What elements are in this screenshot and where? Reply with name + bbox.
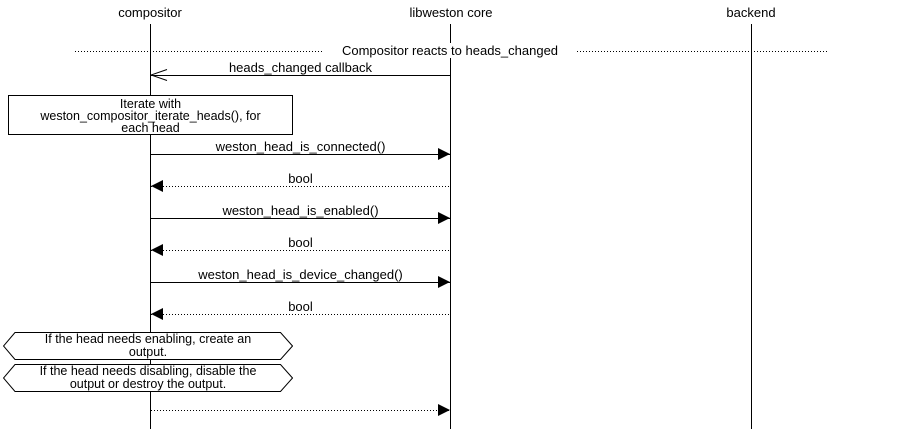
condition-text: If the head needs disabling, disable the… xyxy=(3,365,293,391)
condition-line: output. xyxy=(128,345,168,359)
note-iterate-heads: Iterate with weston_compositor_iterate_h… xyxy=(8,95,293,135)
participant-compositor: compositor xyxy=(118,5,182,20)
message-label-bool-connected: bool xyxy=(288,171,313,186)
message-line-final xyxy=(151,410,450,411)
message-line-head-is-connected xyxy=(151,154,450,155)
condition-disable-output: If the head needs disabling, disable the… xyxy=(3,364,293,392)
message-label-head-is-device-changed: weston_head_is_device_changed() xyxy=(198,267,403,282)
arrowhead-open-left-icon xyxy=(150,69,168,81)
message-line-bool-enabled xyxy=(151,250,450,251)
participant-backend: backend xyxy=(726,5,776,20)
condition-line: If the head needs disabling, disable the xyxy=(39,364,257,378)
message-label-head-is-connected: weston_head_is_connected() xyxy=(215,139,386,154)
message-line-heads-changed-callback xyxy=(151,75,450,76)
lifeline-libweston-core xyxy=(450,24,451,429)
condition-line: output or destroy the output. xyxy=(69,377,227,391)
arrowhead-filled-left-icon xyxy=(151,244,163,256)
lifeline-compositor xyxy=(150,24,151,429)
arrowhead-filled-right-icon xyxy=(438,212,450,224)
note-line: Iterate with xyxy=(119,97,182,111)
condition-text: If the head needs enabling, create an ou… xyxy=(3,333,293,359)
arrowhead-filled-left-icon xyxy=(151,180,163,192)
message-line-head-is-enabled xyxy=(151,218,450,219)
divider-line-left xyxy=(75,51,323,52)
message-label-heads-changed-callback: heads_changed callback xyxy=(228,60,373,75)
divider-label: Compositor reacts to heads_changed xyxy=(323,43,577,58)
note-line: each head xyxy=(121,121,180,135)
lifeline-backend xyxy=(751,24,752,429)
divider-line-right xyxy=(577,51,827,52)
arrowhead-filled-right-icon xyxy=(438,404,450,416)
hexagon-border xyxy=(3,332,293,360)
message-line-head-is-device-changed xyxy=(151,282,450,283)
arrowhead-filled-right-icon xyxy=(438,276,450,288)
condition-line: If the head needs enabling, create an xyxy=(44,332,252,346)
note-line: weston_compositor_iterate_heads(), for xyxy=(40,109,261,123)
participant-libweston-core: libweston core xyxy=(409,5,493,20)
condition-enable-output: If the head needs enabling, create an ou… xyxy=(3,332,293,360)
message-label-bool-device-changed: bool xyxy=(288,299,313,314)
hexagon-border xyxy=(3,364,293,392)
arrowhead-filled-right-icon xyxy=(438,148,450,160)
arrowhead-filled-left-icon xyxy=(151,308,163,320)
message-line-bool-connected xyxy=(151,186,450,187)
message-line-bool-device-changed xyxy=(151,314,450,315)
message-label-head-is-enabled: weston_head_is_enabled() xyxy=(222,203,379,218)
message-label-bool-enabled: bool xyxy=(288,235,313,250)
